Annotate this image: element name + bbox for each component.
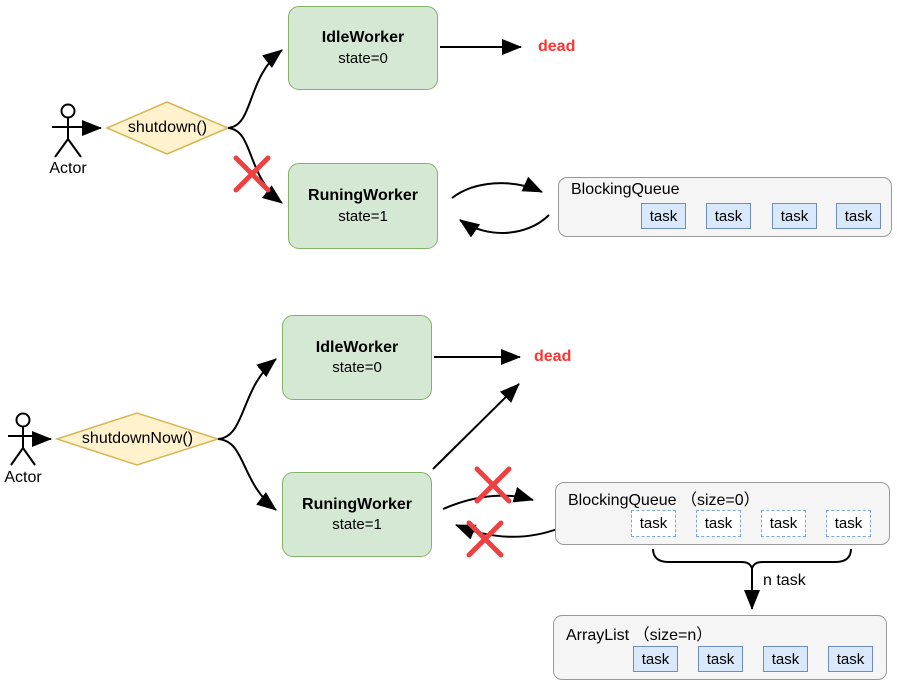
arrow-runningworker-to-dead <box>432 383 520 470</box>
arrow-runningworker-to-queue <box>451 176 543 199</box>
task-box: task <box>763 646 808 672</box>
blocking-queue-box: BlockingQueue （size=0） task task task ta… <box>555 482 890 545</box>
running-worker-title: RuningWorker <box>302 495 412 513</box>
running-worker-title: RuningWorker <box>308 187 418 205</box>
arrow-queue-to-runningworker <box>459 214 550 238</box>
cancel-x-icon <box>233 155 271 193</box>
idle-worker-box: IdleWorker state=0 <box>282 315 432 400</box>
task-box: task <box>641 203 686 229</box>
dead-label: dead <box>534 348 572 365</box>
task-box-dashed: task <box>826 510 871 537</box>
task-box: task <box>828 646 873 672</box>
running-worker-state: state=1 <box>332 516 382 534</box>
arrow-shutdownnow-to-runningworker <box>217 438 277 511</box>
idle-worker-state: state=0 <box>338 49 388 67</box>
task-box: task <box>706 203 751 229</box>
actor-label: Actor <box>4 469 42 486</box>
blocking-queue-box: BlockingQueue task task task task <box>558 177 892 237</box>
task-box: task <box>698 646 743 672</box>
curly-underbrace-icon <box>652 548 852 571</box>
dead-label: dead <box>538 38 576 55</box>
task-box: task <box>772 203 817 229</box>
task-box-dashed: task <box>696 510 741 537</box>
actor-icon <box>52 103 84 158</box>
task-box: task <box>836 203 881 229</box>
cancel-x-icon <box>474 466 512 504</box>
arrow-shutdown-to-runningworker <box>227 127 283 204</box>
array-list-title: ArrayList （size=n） <box>566 627 713 644</box>
actor-icon <box>8 412 38 466</box>
shutdownnow-call-label: shutdownNow() <box>81 430 194 447</box>
idle-worker-box: IdleWorker state=0 <box>288 6 438 90</box>
arrow-runningworker-to-queue-blocked <box>442 486 534 510</box>
idle-worker-state: state=0 <box>332 359 382 377</box>
blocking-queue-title: BlockingQueue （size=0） <box>568 492 760 509</box>
task-box-dashed: task <box>761 510 806 537</box>
arrow-shutdown-to-idleworker <box>227 49 283 129</box>
actor-label: Actor <box>49 160 87 177</box>
arrow-queue-to-runningworker-blocked <box>455 524 561 540</box>
arrow-shutdownnow-to-idleworker <box>217 358 277 440</box>
shutdown-call-label: shutdown() <box>127 119 208 136</box>
cancel-x-icon <box>466 520 504 558</box>
task-box-dashed: task <box>631 510 676 537</box>
blocking-queue-title: BlockingQueue <box>571 181 680 198</box>
n-task-label: n task <box>763 572 806 589</box>
idle-worker-title: IdleWorker <box>321 29 405 47</box>
idle-worker-title: IdleWorker <box>315 338 399 356</box>
running-worker-box: RuningWorker state=1 <box>288 163 438 249</box>
running-worker-box: RuningWorker state=1 <box>282 472 432 557</box>
running-worker-state: state=1 <box>338 207 388 225</box>
task-box: task <box>633 646 678 672</box>
array-list-box: ArrayList （size=n） task task task task <box>553 615 887 680</box>
